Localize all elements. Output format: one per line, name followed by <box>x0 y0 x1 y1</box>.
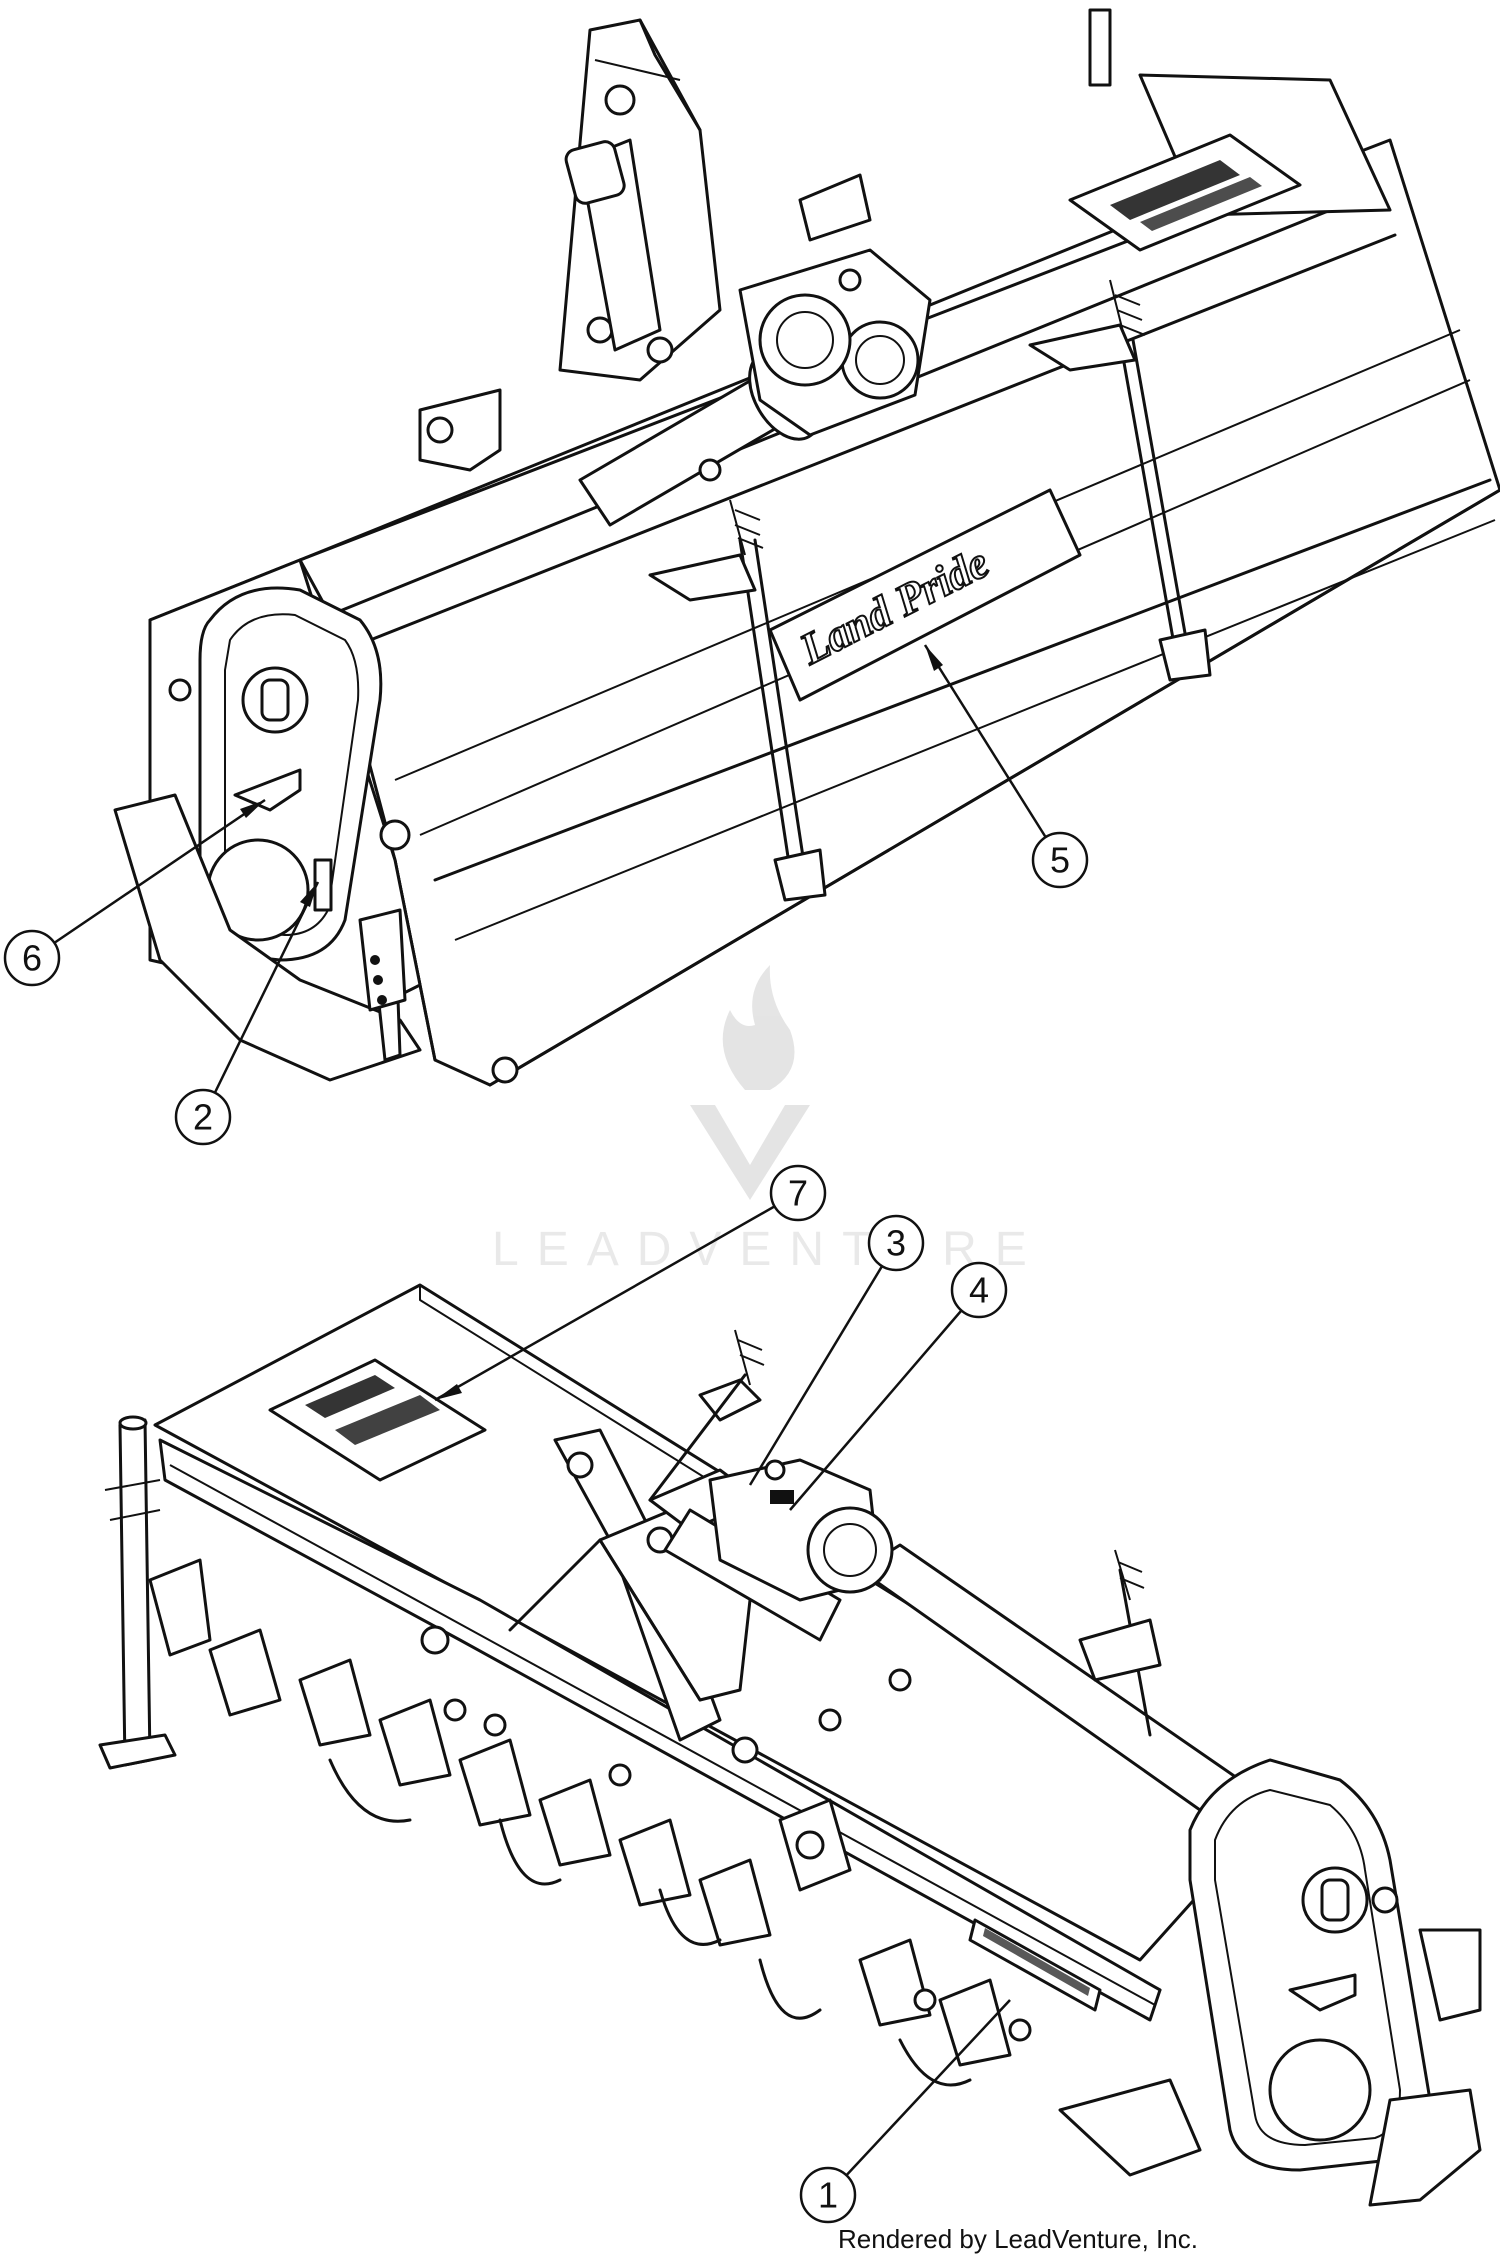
watermark: LEADVENTURE <box>492 965 1045 1276</box>
chain-case-bottom <box>1188 1758 1432 2172</box>
callout-4-label: 4 <box>969 1270 989 1311</box>
watermark-text: LEADVENTURE <box>492 1223 1045 1276</box>
render-credit: Rendered by LeadVenture, Inc. <box>838 2224 1198 2254</box>
gearbox-top <box>738 248 932 437</box>
data-plate-decal-top <box>1068 133 1302 252</box>
callout-1: 1 <box>799 1999 1011 2224</box>
callout-5-label: 5 <box>1050 840 1070 881</box>
callout-2: 2 <box>174 881 320 1146</box>
parking-stand <box>98 1415 177 1770</box>
callout-3-label: 3 <box>886 1223 906 1264</box>
callout-2-label: 2 <box>193 1097 213 1138</box>
hitch-mast-top <box>558 18 722 382</box>
callout-6: 6 <box>3 798 266 987</box>
callout-6-label: 6 <box>22 938 42 979</box>
tie-rod-left <box>648 499 827 902</box>
callout-1-label: 1 <box>818 2175 838 2216</box>
tines <box>148 1558 1012 2087</box>
callout-7: 7 <box>434 1164 827 1402</box>
tie-rod-right <box>1028 279 1212 682</box>
data-plate-decal-bottom <box>268 1358 487 1482</box>
v-logo-icon <box>690 1105 810 1200</box>
tiller-top-view: Land Pride <box>113 8 1500 1087</box>
callout-3: 3 <box>748 1214 925 1486</box>
flame-icon <box>722 965 795 1090</box>
callout-5: 5 <box>923 644 1089 889</box>
callout-7-label: 7 <box>788 1173 808 1214</box>
serial-plate <box>968 1918 1102 2012</box>
gearbox-bottom <box>708 1458 894 1602</box>
tiller-bottom-view <box>98 1283 1482 2207</box>
callout-4: 4 <box>789 1261 1008 1511</box>
